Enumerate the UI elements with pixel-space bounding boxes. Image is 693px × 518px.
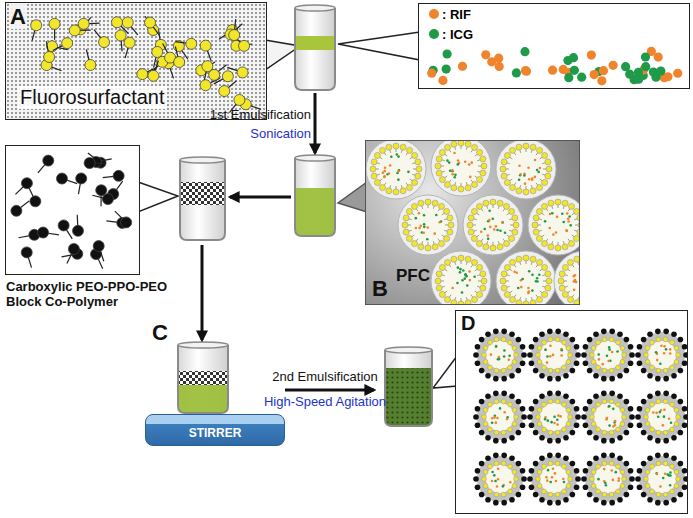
callout-box: D [455, 310, 688, 514]
pfc-droplet [496, 251, 556, 304]
legend-text: : RIF [442, 7, 471, 22]
process-arrow [230, 196, 291, 199]
coated-droplet [581, 453, 635, 506]
beaker [180, 157, 225, 240]
pfc-droplet [528, 195, 579, 255]
beaker [295, 5, 335, 90]
pfc-droplet [366, 141, 426, 199]
pfc-droplet [554, 251, 579, 304]
node-illustration [6, 146, 139, 274]
coated-droplet [527, 391, 581, 444]
method-label: Sonication [250, 127, 311, 142]
process-arrow [201, 245, 204, 340]
surfactant-molecules [11, 153, 132, 269]
callout-tail [338, 32, 420, 60]
legend-swatch [429, 29, 439, 39]
process-arrows [202, 93, 374, 390]
pfc-droplet [431, 141, 491, 196]
pfc-droplet [463, 195, 523, 255]
pfc-droplet [496, 141, 556, 199]
callout-box: Carboxylic PEO-PPO-PEO Block Co-Polymer [5, 145, 140, 275]
component-name: Fluorosurfactant [18, 86, 167, 109]
beaker [385, 347, 432, 426]
component-caption: Carboxylic PEO-PPO-PEO Block Co-Polymer [6, 280, 181, 310]
legend-box: : RIF : ICG [418, 3, 690, 89]
component-name: PFC [396, 266, 430, 286]
coated-droplet [473, 453, 527, 506]
step-label: 1st Emulsification [210, 108, 311, 123]
callout-tail [433, 356, 457, 388]
legend-item: : RIF [429, 4, 689, 24]
panel-letter: A [10, 4, 26, 29]
stirrer-plate: STIRRER [145, 414, 285, 446]
legend-swatch [429, 9, 439, 19]
callout-tail [138, 182, 178, 212]
coated-droplet [581, 329, 635, 382]
coated-droplet [635, 391, 687, 444]
process-arrow [314, 93, 317, 153]
coated-droplet [635, 329, 687, 382]
panel-letter: D [461, 312, 475, 335]
legend-item: : ICG [429, 24, 689, 44]
method-label: High-Speed Agitation [252, 395, 398, 410]
panel-letter: B [372, 276, 388, 301]
panel-letter: C [152, 320, 168, 345]
callout-tail [338, 182, 367, 212]
coated-droplet [527, 453, 581, 506]
device-name: STIRRER [146, 427, 284, 441]
beaker [178, 342, 228, 413]
node-illustration [456, 311, 687, 513]
coated-droplet [473, 329, 527, 382]
legend-text: : ICG [442, 27, 473, 42]
coated-droplet [473, 391, 527, 444]
callout-box: B PFC [365, 140, 580, 305]
callout-box: A Fluorosurfactant [5, 2, 267, 120]
coated-droplet [581, 391, 635, 444]
coated-droplet [635, 453, 687, 506]
step-label: 2nd Emulsification [262, 370, 388, 385]
coated-droplet [527, 329, 581, 382]
pfc-droplet [431, 251, 491, 304]
beaker [295, 155, 335, 236]
process-arrow [285, 389, 374, 392]
pfc-droplet [398, 195, 458, 255]
